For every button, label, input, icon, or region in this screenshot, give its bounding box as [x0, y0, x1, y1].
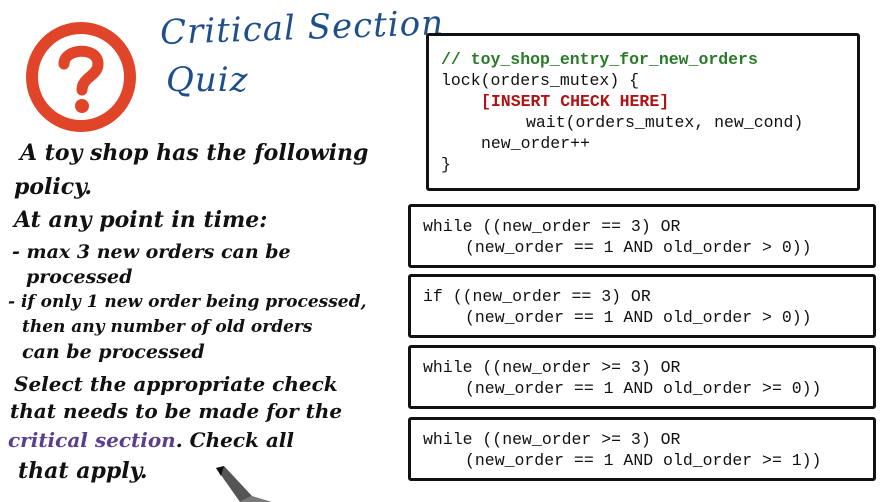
code-line: new_order++ [481, 134, 590, 153]
prompt-line: critical section. Check all [8, 428, 294, 452]
prompt-line: policy. [14, 174, 93, 200]
code-line: } [441, 155, 451, 174]
prompt-line: processed [26, 266, 133, 288]
prompt-line: At any point in time: [14, 207, 268, 233]
critical-section-highlight: critical section [8, 428, 176, 452]
option-line: (new_order == 1 AND old_order >= 1)) [465, 451, 822, 470]
prompt-line: that apply. [18, 458, 148, 484]
answer-option-4[interactable]: while ((new_order >= 3) OR (new_order ==… [408, 417, 876, 481]
prompt-check-all: . Check all [175, 428, 294, 452]
prompt-line: that needs to be made for the [10, 399, 343, 423]
prompt-line: - max 3 new orders can be [12, 241, 291, 263]
code-comment: // toy_shop_entry_for_new_orders [441, 50, 758, 69]
option-line: while ((new_order == 3) OR [423, 217, 681, 236]
option-line: while ((new_order >= 3) OR [423, 430, 681, 449]
answer-option-3[interactable]: while ((new_order >= 3) OR (new_order ==… [408, 345, 876, 409]
option-line: (new_order == 1 AND old_order > 0)) [465, 238, 812, 257]
prompt-line: then any number of old orders [22, 317, 313, 337]
prompt-line: A toy shop has the following [20, 140, 369, 166]
code-block: // toy_shop_entry_for_new_orders lock(or… [426, 33, 860, 191]
question-mark-icon [26, 22, 136, 132]
quiz-title-line-2: Quiz [166, 60, 249, 100]
option-line: (new_order == 1 AND old_order > 0)) [465, 308, 812, 327]
prompt-line: Select the appropriate check [14, 372, 338, 396]
option-line: if ((new_order == 3) OR [423, 287, 651, 306]
option-line: (new_order == 1 AND old_order >= 0)) [465, 379, 822, 398]
prompt-line: can be processed [22, 341, 205, 363]
pen-icon [216, 466, 272, 502]
option-line: while ((new_order >= 3) OR [423, 358, 681, 377]
answer-option-1[interactable]: while ((new_order == 3) OR (new_order ==… [408, 204, 876, 268]
code-line: wait(orders_mutex, new_cond) [526, 113, 804, 132]
insert-check-placeholder: [INSERT CHECK HERE] [481, 92, 670, 111]
prompt-line: - if only 1 new order being processed, [8, 292, 367, 312]
quiz-title: Critical Section [159, 3, 445, 53]
code-line: lock(orders_mutex) { [441, 71, 640, 90]
answer-option-2[interactable]: if ((new_order == 3) OR (new_order == 1 … [408, 274, 876, 338]
